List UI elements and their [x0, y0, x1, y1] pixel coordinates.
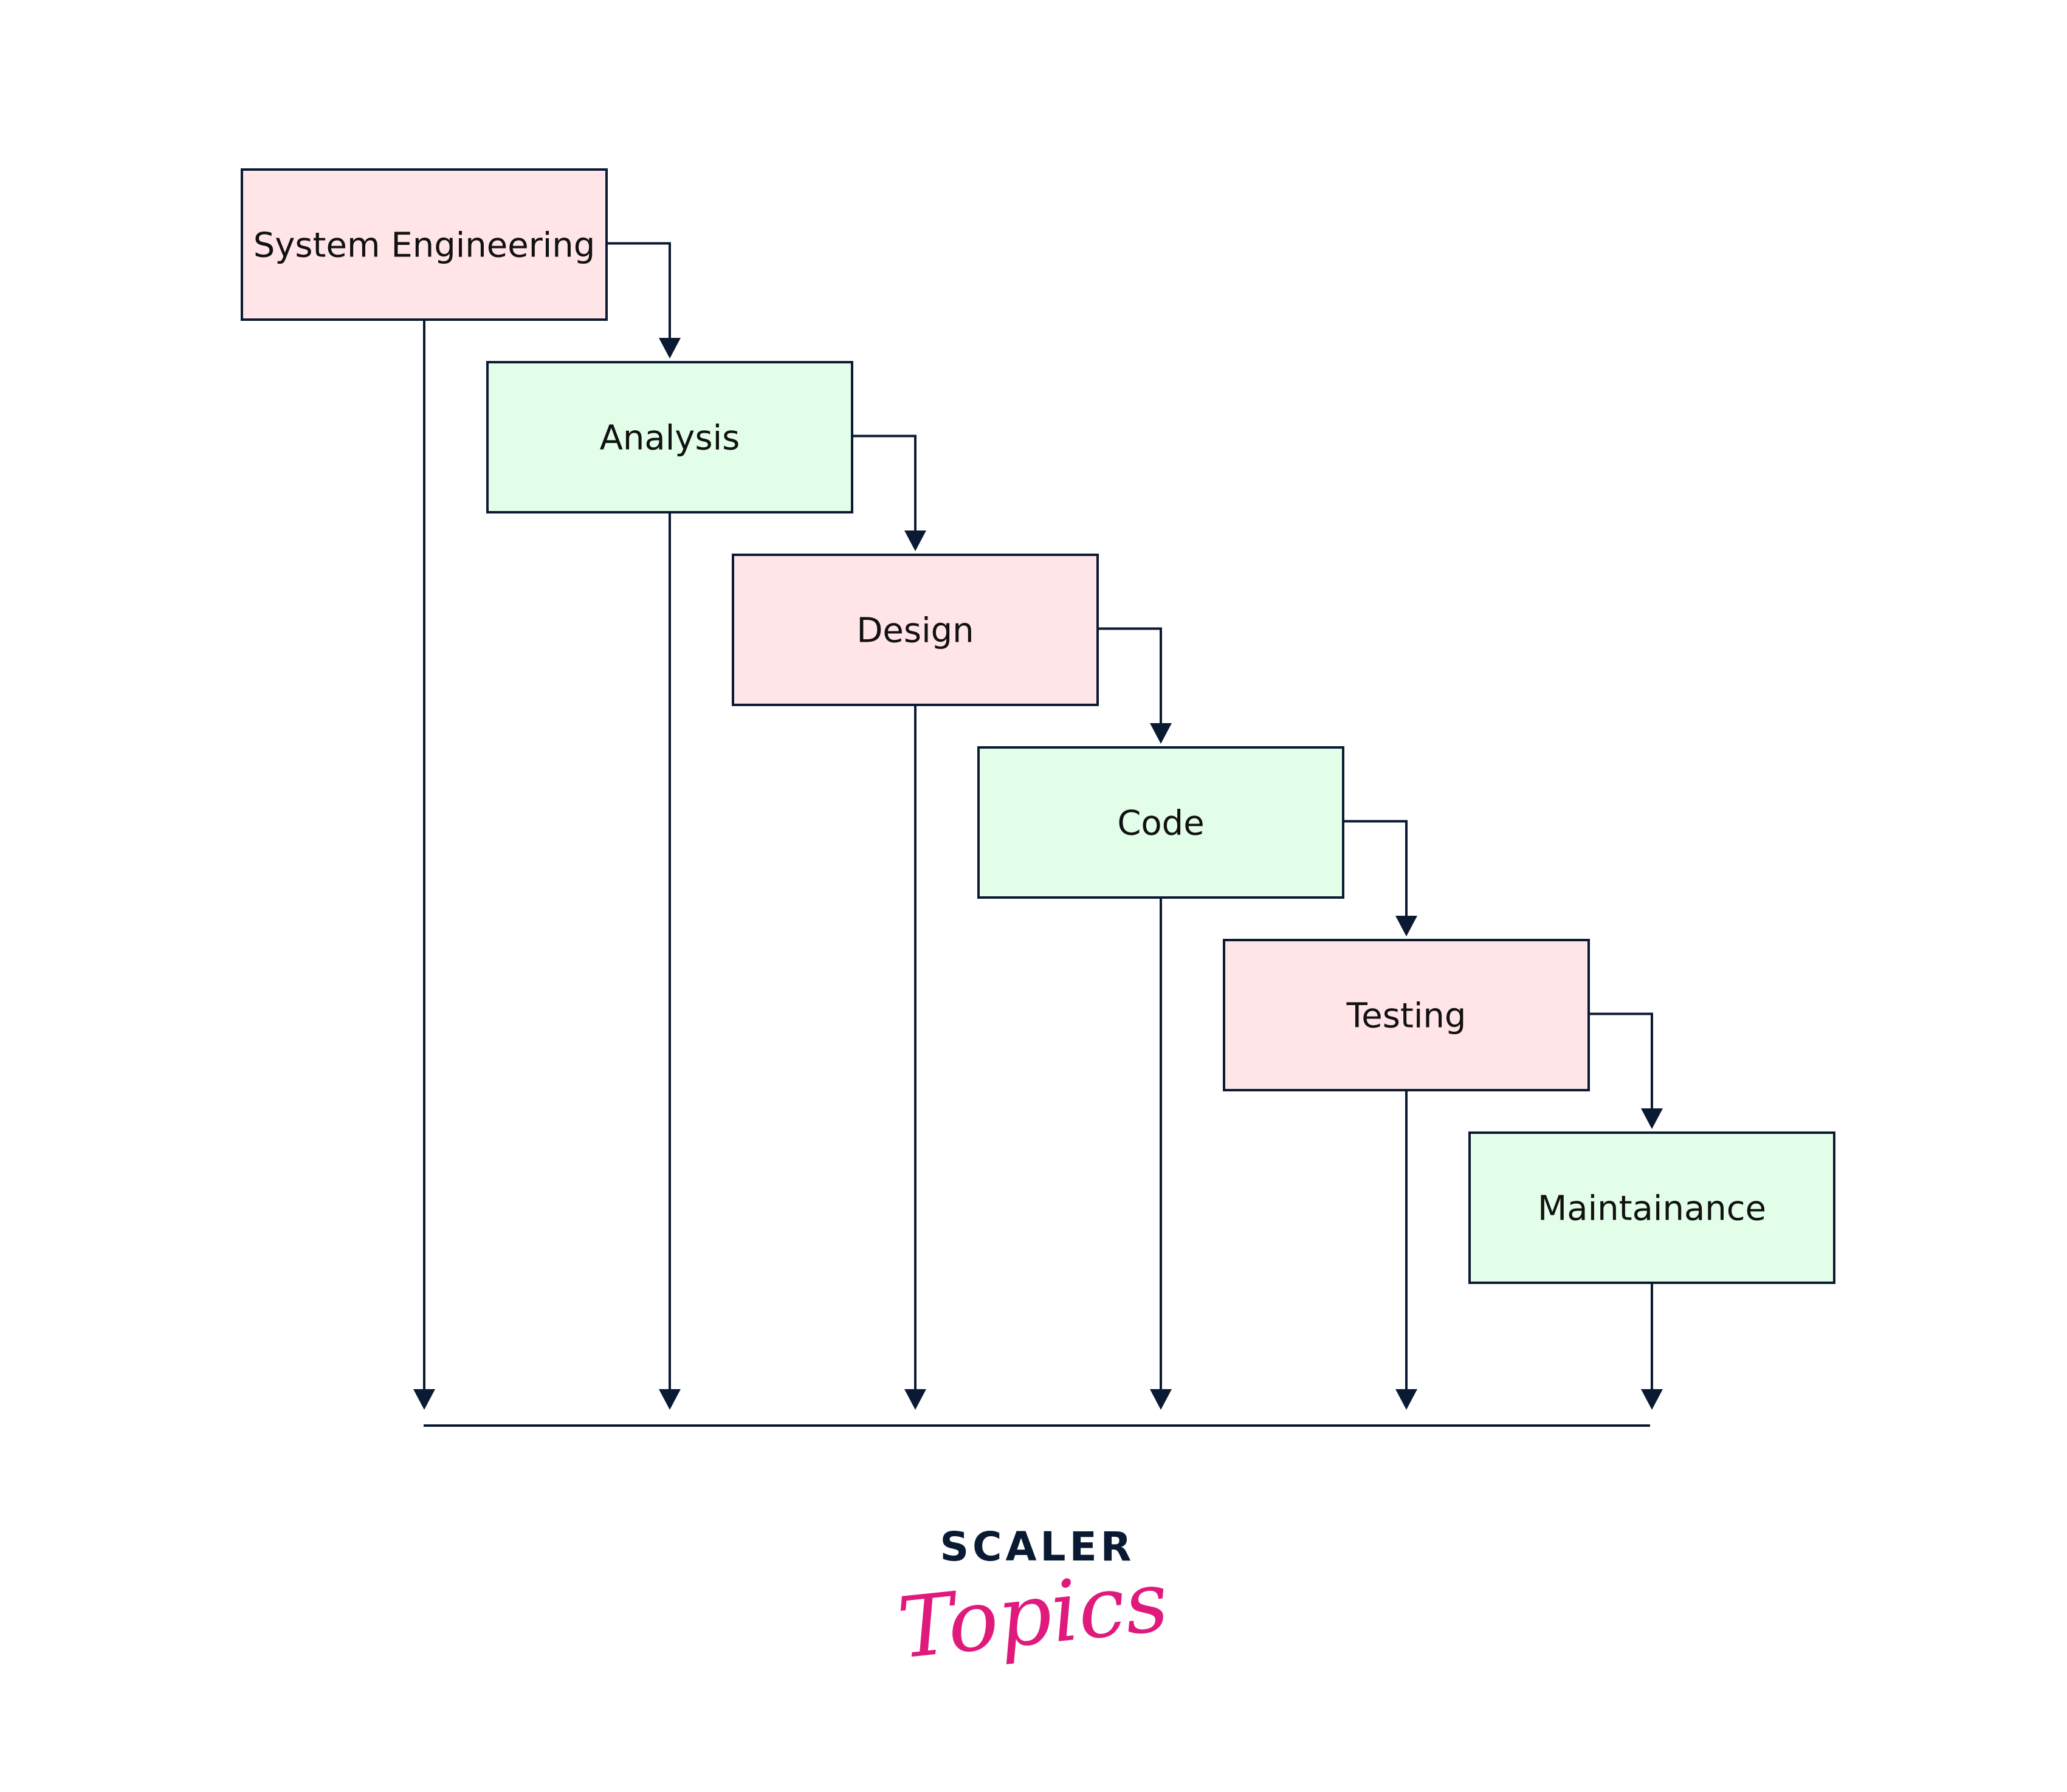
flow-connector-system-engineering — [607, 242, 671, 339]
drop-arrow-maintainance — [1641, 1389, 1663, 1410]
stage-label-analysis: Analysis — [600, 419, 740, 458]
flow-connector-code — [1343, 820, 1408, 917]
flow-connector-testing — [1589, 1012, 1653, 1110]
connector-lines — [423, 242, 1663, 1390]
stage-label-code: Code — [1117, 804, 1204, 843]
scaler-topics-logo: SCALER Topics — [893, 1523, 1172, 1678]
stage-box-design — [732, 554, 1099, 706]
stage-code: Code — [977, 746, 1344, 899]
stage-analysis: Analysis — [486, 361, 853, 513]
logo-topics-text: Topics — [893, 1552, 1172, 1678]
drop-arrow-design — [904, 1389, 926, 1410]
drop-arrow-code — [1150, 1389, 1172, 1410]
stage-box-maintainance — [1468, 1131, 1835, 1284]
flow-arrow-system-engineering — [659, 338, 681, 359]
bottom-arrows — [413, 1389, 1663, 1410]
stage-maintainance: Maintainance — [1468, 1131, 1835, 1284]
stage-box-analysis — [486, 361, 853, 513]
flow-arrow-code — [1395, 916, 1417, 936]
stage-box-code — [977, 746, 1344, 899]
stage-label-testing: Testing — [1346, 997, 1467, 1036]
stage-box-testing — [1223, 939, 1590, 1091]
drop-arrow-testing — [1395, 1389, 1417, 1410]
flow-connector-analysis — [852, 434, 917, 532]
flow-connector-design — [1098, 627, 1162, 724]
stage-system-engineering: System Engineering — [241, 168, 608, 321]
flow-arrow-design — [1150, 723, 1172, 744]
stage-label-design: Design — [856, 611, 974, 651]
flow-arrow-analysis — [904, 530, 926, 551]
logo-scaler-text: SCALER — [940, 1523, 1135, 1570]
stage-label-system-engineering: System Engineering — [253, 226, 596, 266]
flow-arrow-testing — [1641, 1108, 1663, 1129]
stage-boxes: System EngineeringAnalysisDesignCodeTest… — [241, 168, 1835, 1284]
drop-arrow-analysis — [659, 1389, 681, 1410]
drop-arrow-system-engineering — [413, 1389, 435, 1410]
stage-label-maintainance: Maintainance — [1538, 1189, 1766, 1229]
stage-testing: Testing — [1223, 939, 1590, 1091]
stage-box-system-engineering — [241, 168, 608, 321]
stage-design: Design — [732, 554, 1099, 706]
